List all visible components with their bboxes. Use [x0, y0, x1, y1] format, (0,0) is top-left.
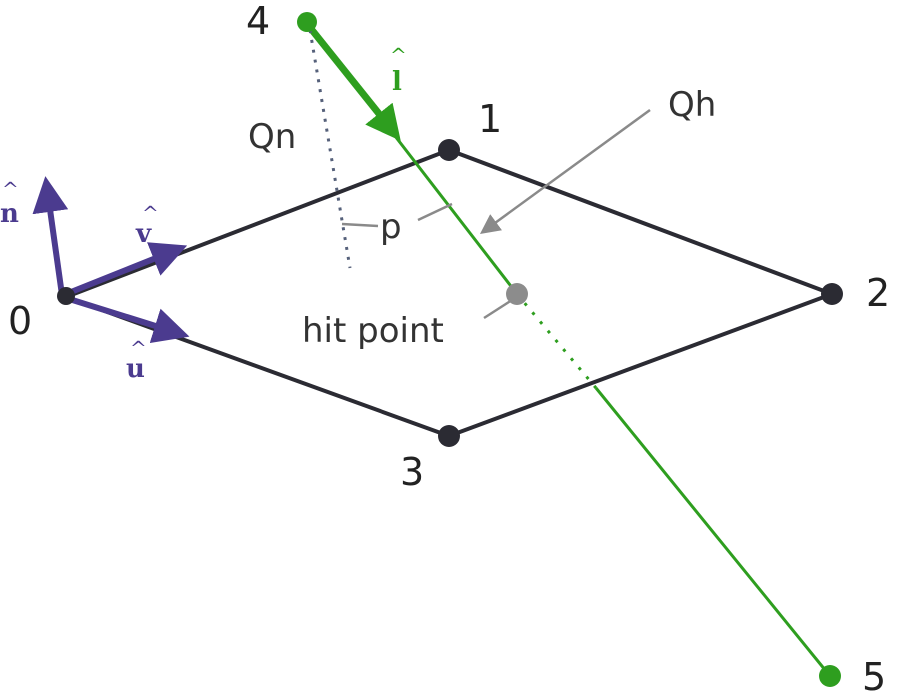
p-leader [341, 222, 379, 228]
quad-outline [64, 148, 834, 438]
vertex-3-dot [438, 425, 460, 447]
edge-2-3 [447, 292, 834, 438]
ray-direction-arrow [309, 27, 401, 141]
hit-point-label: hit point [302, 311, 444, 351]
u-symbol: u [126, 354, 145, 384]
vertex-0-label: 0 [8, 299, 32, 343]
qh-label: Qh [668, 85, 716, 125]
vertex-0-dot [57, 287, 75, 305]
vertex-3-label: 3 [400, 450, 424, 494]
l-hat: ^ [390, 43, 407, 67]
vertex-5-label: 5 [862, 655, 886, 693]
u-hat: ^ [130, 336, 147, 360]
n-vector-arrow [32, 176, 69, 296]
v-vector-arrow [64, 242, 188, 297]
n-symbol: n [0, 199, 19, 229]
vertex-5-dot [819, 665, 841, 687]
ray-segment-lower [594, 387, 832, 677]
v-symbol: v [135, 219, 152, 249]
vertex-4-dot [297, 12, 317, 32]
leader-lines [341, 108, 651, 320]
qn-dotted-line [308, 29, 352, 269]
v-hat: ^ [142, 201, 159, 225]
edge-0-1 [64, 148, 451, 299]
n-hat: ^ [2, 177, 19, 201]
ray [305, 21, 832, 677]
l-symbol: l [392, 67, 402, 97]
hit-point-dot [506, 283, 528, 305]
qh-arrow [479, 108, 651, 234]
basis-vectors [32, 176, 190, 344]
vertices [57, 12, 843, 687]
vector-symbols: ^ n ^ v ^ u ^ l [0, 43, 407, 384]
p-to-ray-leader [417, 202, 453, 222]
edge-1-2 [447, 148, 834, 296]
vertex-1-label: 1 [478, 97, 502, 141]
vertex-4-label: 4 [246, 0, 270, 43]
p-label: p [380, 207, 402, 247]
u-vector-arrow [65, 295, 190, 344]
vertex-2-label: 2 [866, 271, 890, 315]
vertex-labels: 0 1 2 3 4 5 [8, 0, 890, 693]
annotation-labels: Qn Qh p hit point [248, 85, 716, 351]
vertex-2-dot [821, 283, 843, 305]
ray-segment-hidden [515, 293, 598, 389]
hit-point-leader [483, 298, 513, 320]
vertex-1-dot [438, 139, 460, 161]
qn-label: Qn [248, 117, 296, 157]
